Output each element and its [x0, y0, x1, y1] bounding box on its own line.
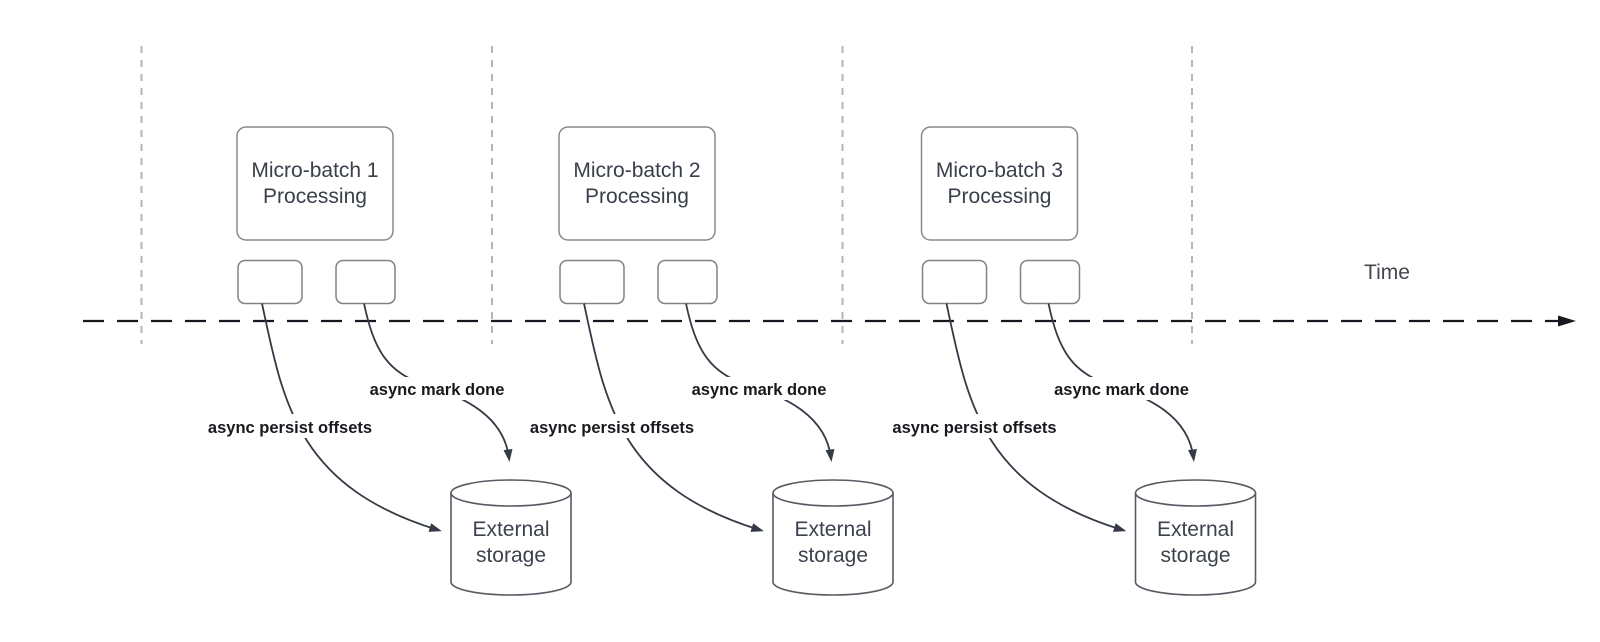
time-axis-label: Time — [1364, 261, 1410, 284]
external-storage-label-line1: External — [1157, 518, 1234, 541]
mark-done-label: async mark done — [370, 381, 505, 399]
processing-box-label-line2: Processing — [263, 185, 367, 208]
external-storage-cylinder-top — [1134, 479, 1257, 507]
external-storage-label-line2: storage — [1160, 544, 1230, 567]
external-storage-cylinder-body — [1134, 493, 1257, 596]
batch-group-1: Micro-batch 1 Processing async persist o… — [202, 126, 572, 596]
mark-done-label-bg — [1048, 377, 1195, 400]
external-storage-cylinder-body — [772, 493, 894, 596]
external-storage-label-line2: storage — [798, 544, 868, 567]
processing-box-label-line1: Micro-batch 2 — [573, 159, 700, 182]
processing-box-label-line2: Processing — [585, 185, 689, 208]
batch-group-2: Micro-batch 2 Processing async persist o… — [524, 126, 894, 596]
processing-box-label-line1: Micro-batch 3 — [936, 159, 1063, 182]
processing-box-label-line1: Micro-batch 1 — [251, 159, 378, 182]
mark-done-label: async mark done — [692, 381, 827, 399]
persist-offsets-label-bg — [886, 414, 1063, 438]
mark-done-label: async mark done — [1054, 381, 1189, 399]
processing-box — [236, 126, 394, 241]
external-storage-label-line2: storage — [476, 544, 546, 567]
external-storage-cylinder-top — [772, 479, 894, 507]
persist-offsets-label-bg — [202, 414, 378, 438]
mark-done-label-bg — [686, 377, 832, 400]
persist-offsets-label: async persist offsets — [208, 419, 372, 437]
external-storage-label-line1: External — [472, 518, 549, 541]
persist-offsets-label: async persist offsets — [892, 419, 1056, 437]
processing-box-label-line2: Processing — [948, 185, 1052, 208]
persist-offsets-task-box — [921, 259, 988, 305]
external-storage-cylinder-body — [450, 493, 572, 596]
external-storage-label-line1: External — [794, 518, 871, 541]
mark-done-task-box — [335, 259, 396, 305]
persist-offsets-task-box — [237, 259, 303, 305]
processing-box — [558, 126, 716, 241]
batch-group-3: Micro-batch 3 Processing async persist o… — [886, 126, 1257, 596]
mark-done-label-bg — [364, 377, 510, 400]
mark-done-task-box — [657, 259, 718, 305]
persist-offsets-task-box — [559, 259, 625, 305]
persist-offsets-label: async persist offsets — [530, 419, 694, 437]
mark-done-task-box — [1019, 259, 1081, 305]
processing-box — [920, 126, 1079, 241]
persist-offsets-label-bg — [524, 414, 700, 438]
external-storage-cylinder-top — [450, 479, 572, 507]
